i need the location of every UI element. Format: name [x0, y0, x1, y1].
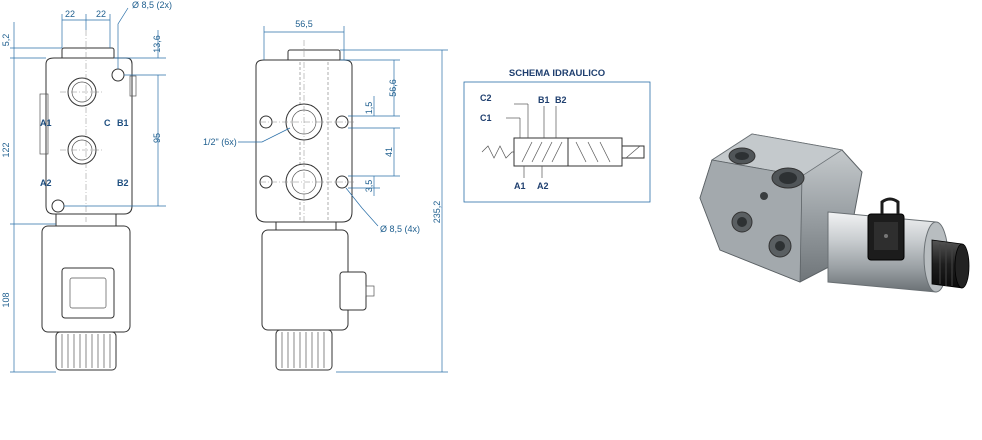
solenoid-valve-photo	[699, 133, 970, 293]
front-connector	[61, 267, 115, 319]
side-connector	[339, 271, 367, 311]
front-right-flange	[129, 75, 137, 97]
side-thread-label: 1/2" (6x)	[203, 137, 237, 147]
schema-label-a2: A2	[537, 181, 549, 191]
schema-label-c2: C2	[480, 93, 492, 103]
front-dim-95: 95	[152, 133, 162, 143]
side-dim-41: 41	[384, 147, 394, 157]
hydraulic-schema	[463, 81, 651, 203]
front-dim-hole-2x: Ø 8,5 (2x)	[132, 0, 172, 10]
front-dim-22-left: 22	[65, 9, 75, 19]
front-view	[10, 7, 166, 373]
side-dim-3-5: 3,5	[364, 180, 374, 193]
schema-box-left	[513, 137, 569, 167]
port-label-c: C	[104, 118, 111, 128]
side-hole-4x-label: Ø 8,5 (4x)	[380, 224, 420, 234]
side-dim-1-5: 1,5	[364, 102, 374, 115]
front-mount-hole-top	[111, 68, 125, 82]
front-mount-hole-bottom	[51, 199, 65, 213]
front-dim-5-2: 5,2	[1, 34, 11, 47]
side-dim-56-5: 56,5	[295, 19, 313, 29]
port-label-a2: A2	[40, 178, 52, 188]
side-knob	[275, 329, 333, 371]
schema-label-c1: C1	[480, 113, 492, 123]
side-coil	[261, 229, 349, 331]
schema-title: SCHEMA IDRAULICO	[509, 68, 605, 79]
front-dim-13-6: 13,6	[152, 35, 162, 53]
schema-box-right	[567, 137, 623, 167]
side-dim-235-2: 235,2	[432, 201, 442, 224]
port-label-b1: B1	[117, 118, 129, 128]
schema-frame	[463, 81, 651, 203]
schema-label-b1: B1	[538, 95, 550, 105]
front-left-flange	[39, 93, 49, 155]
schema-label-a1: A1	[514, 181, 526, 191]
side-connector-screw	[365, 285, 375, 297]
port-label-b2: B2	[117, 178, 129, 188]
side-dim-56-6: 56,6	[388, 79, 398, 97]
side-view	[238, 26, 448, 373]
front-dim-22-right: 22	[96, 9, 106, 19]
front-connector-inner	[69, 277, 107, 309]
front-dim-122: 122	[1, 142, 11, 157]
schema-label-b2: B2	[555, 95, 567, 105]
front-dim-108: 108	[1, 292, 11, 307]
side-neck	[275, 221, 337, 231]
port-label-a1: A1	[40, 118, 52, 128]
